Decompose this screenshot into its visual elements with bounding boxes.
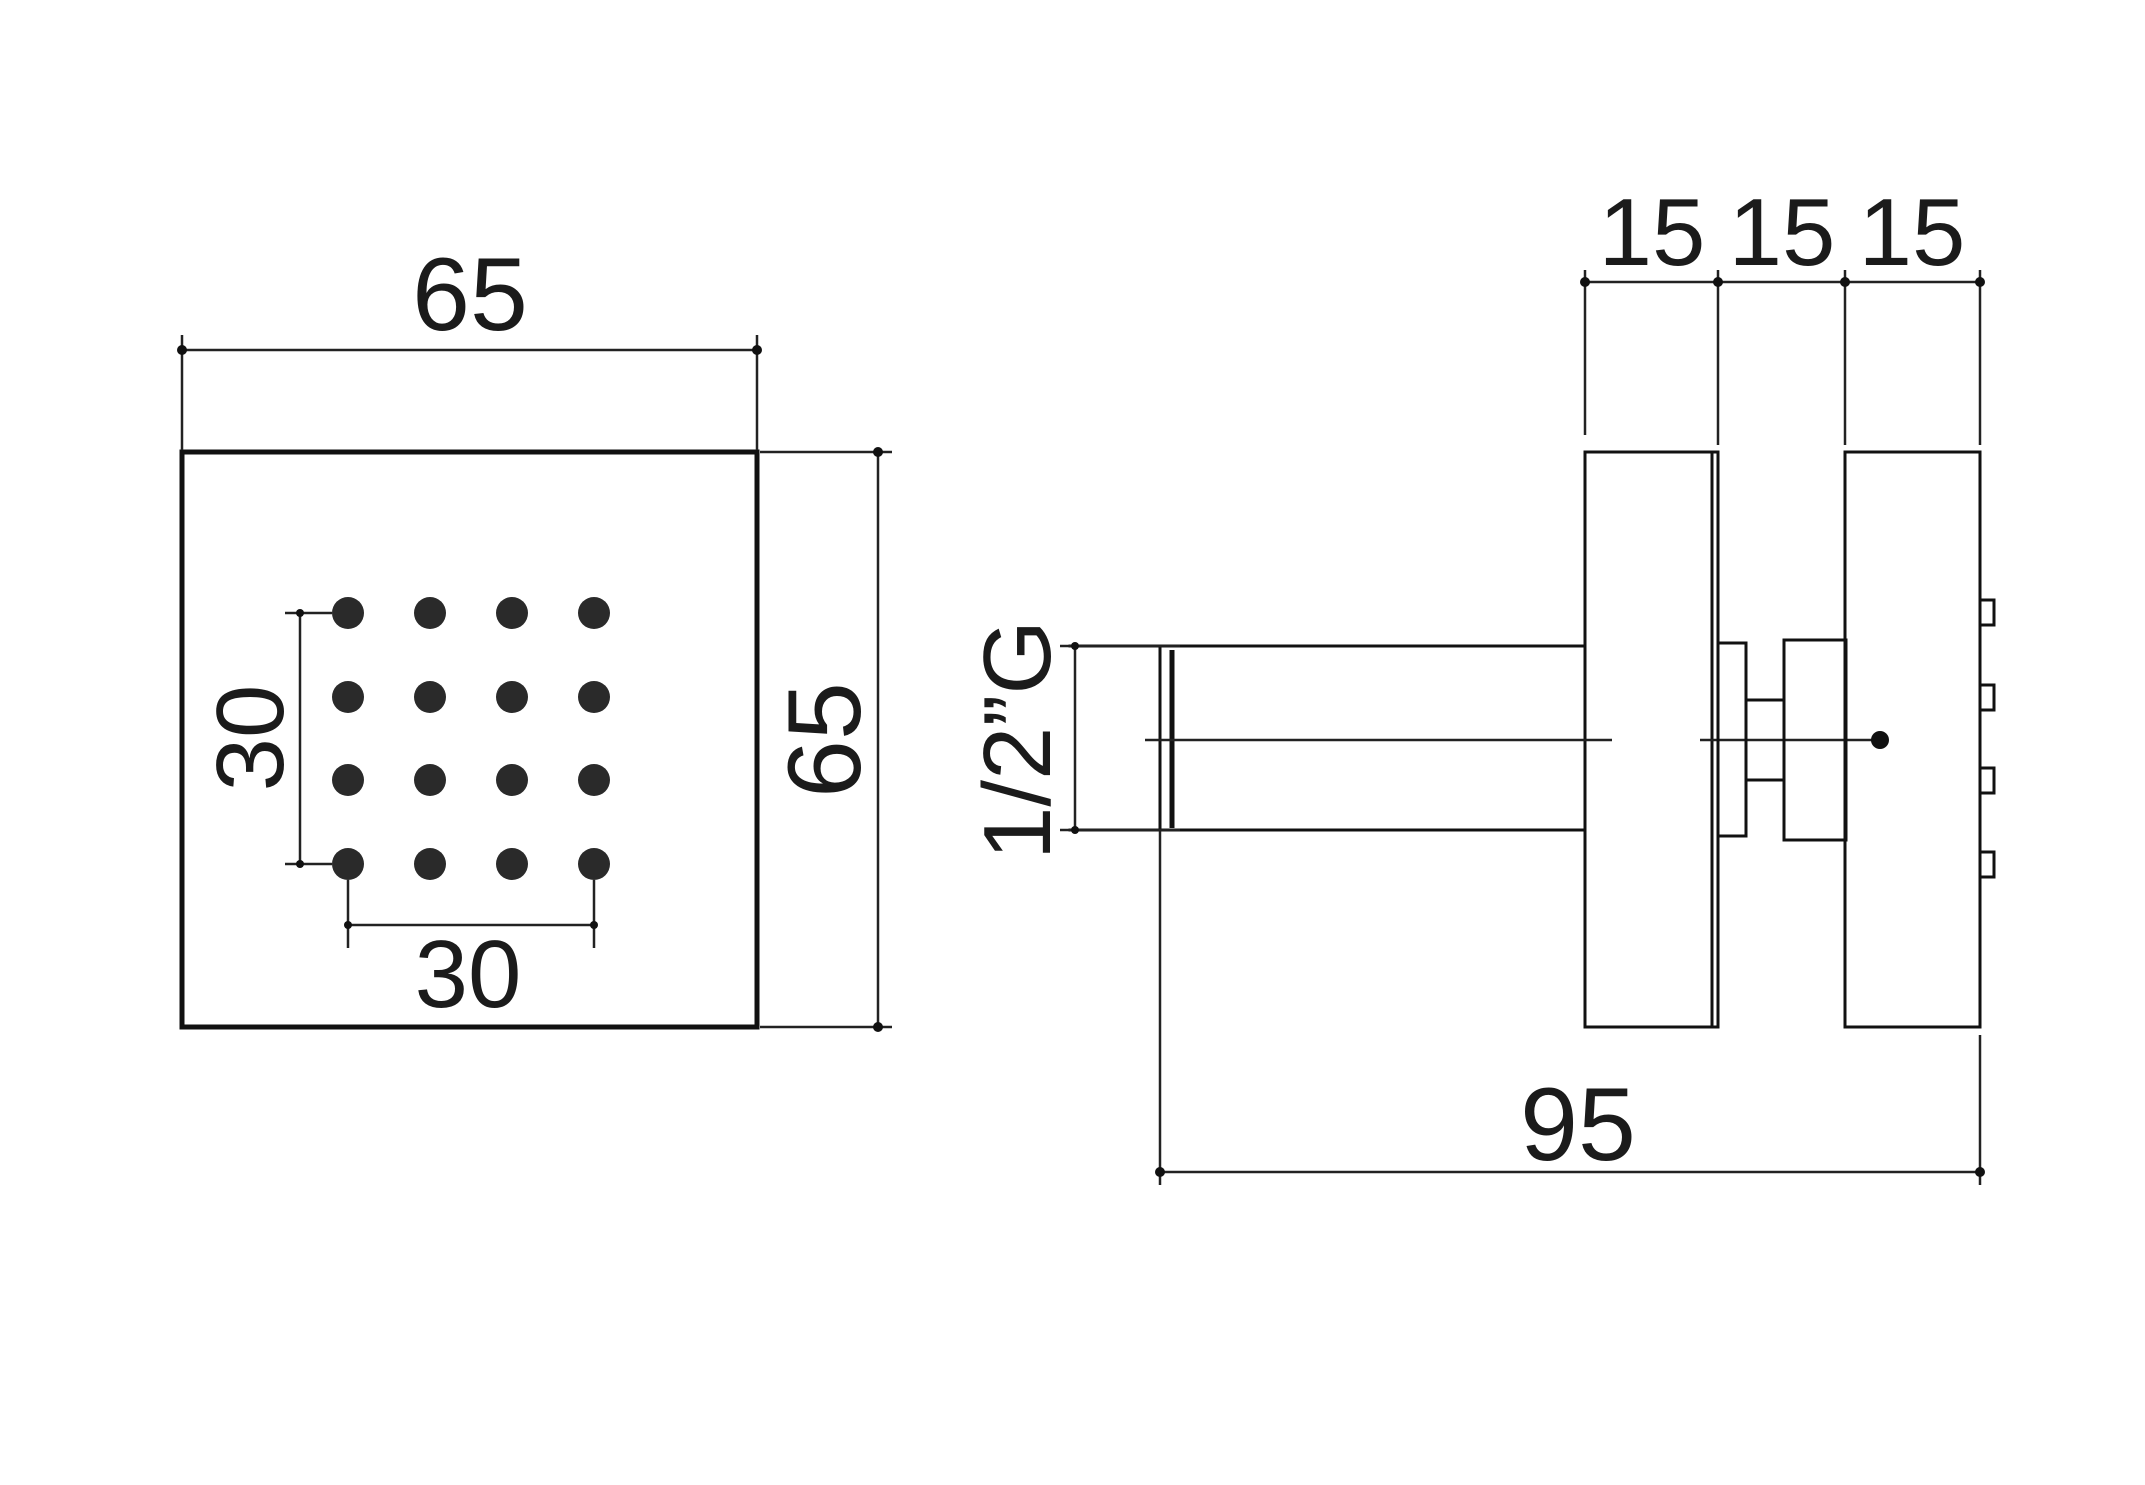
- side-nozzle: [1978, 850, 1996, 879]
- side-nozzle: [1978, 683, 1996, 712]
- threaded-pipe: [1068, 644, 1587, 832]
- front-width-label: 65: [412, 237, 528, 353]
- front-height-label: 65: [767, 682, 883, 798]
- side-nozzles: [1978, 598, 1996, 879]
- nozzle: [578, 597, 610, 629]
- side-nozzle: [1978, 598, 1996, 627]
- nozzle: [496, 681, 528, 713]
- side-nozzle: [1978, 766, 1996, 795]
- nozzle: [496, 848, 528, 880]
- front-body-outline: [179, 449, 760, 1030]
- nozzle: [496, 764, 528, 796]
- nozzle-pitch-vertical-label: 30: [197, 685, 304, 792]
- front-height-dimension: 65: [760, 447, 892, 1032]
- nozzle-grid: [332, 597, 610, 880]
- nozzle: [414, 764, 446, 796]
- nozzle: [332, 597, 364, 629]
- nozzle: [578, 764, 610, 796]
- nozzle: [332, 681, 364, 713]
- segment-1-label: 15: [1599, 179, 1706, 286]
- nozzle: [414, 681, 446, 713]
- nozzle: [578, 848, 610, 880]
- total-length-dimension: 95: [1155, 830, 1985, 1185]
- nozzle-head: [1843, 450, 1982, 1029]
- nozzle-pitch-vertical-dimension: 30: [197, 609, 332, 868]
- nozzle: [332, 764, 364, 796]
- nozzle: [414, 848, 446, 880]
- total-length-label: 95: [1520, 1067, 1636, 1183]
- front-view: 65 65: [177, 237, 892, 1032]
- nozzle-pitch-horizontal-dimension: 30: [344, 880, 598, 1028]
- nozzle: [578, 681, 610, 713]
- nozzle: [496, 597, 528, 629]
- nozzle-pitch-horizontal-label: 30: [415, 921, 522, 1028]
- side-view: 15 15 15: [964, 179, 1996, 1185]
- thread-dimension: 1/2”G: [964, 620, 1180, 860]
- center-mark: [1871, 731, 1889, 749]
- segment-3-label: 15: [1859, 179, 1966, 286]
- nozzle: [414, 597, 446, 629]
- nozzle: [332, 848, 364, 880]
- segment-2-label: 15: [1729, 179, 1836, 286]
- thread-label: 1/2”G: [964, 620, 1071, 860]
- segment-dimensions: 15 15 15: [1580, 179, 1985, 445]
- front-width-dimension: 65: [177, 237, 762, 450]
